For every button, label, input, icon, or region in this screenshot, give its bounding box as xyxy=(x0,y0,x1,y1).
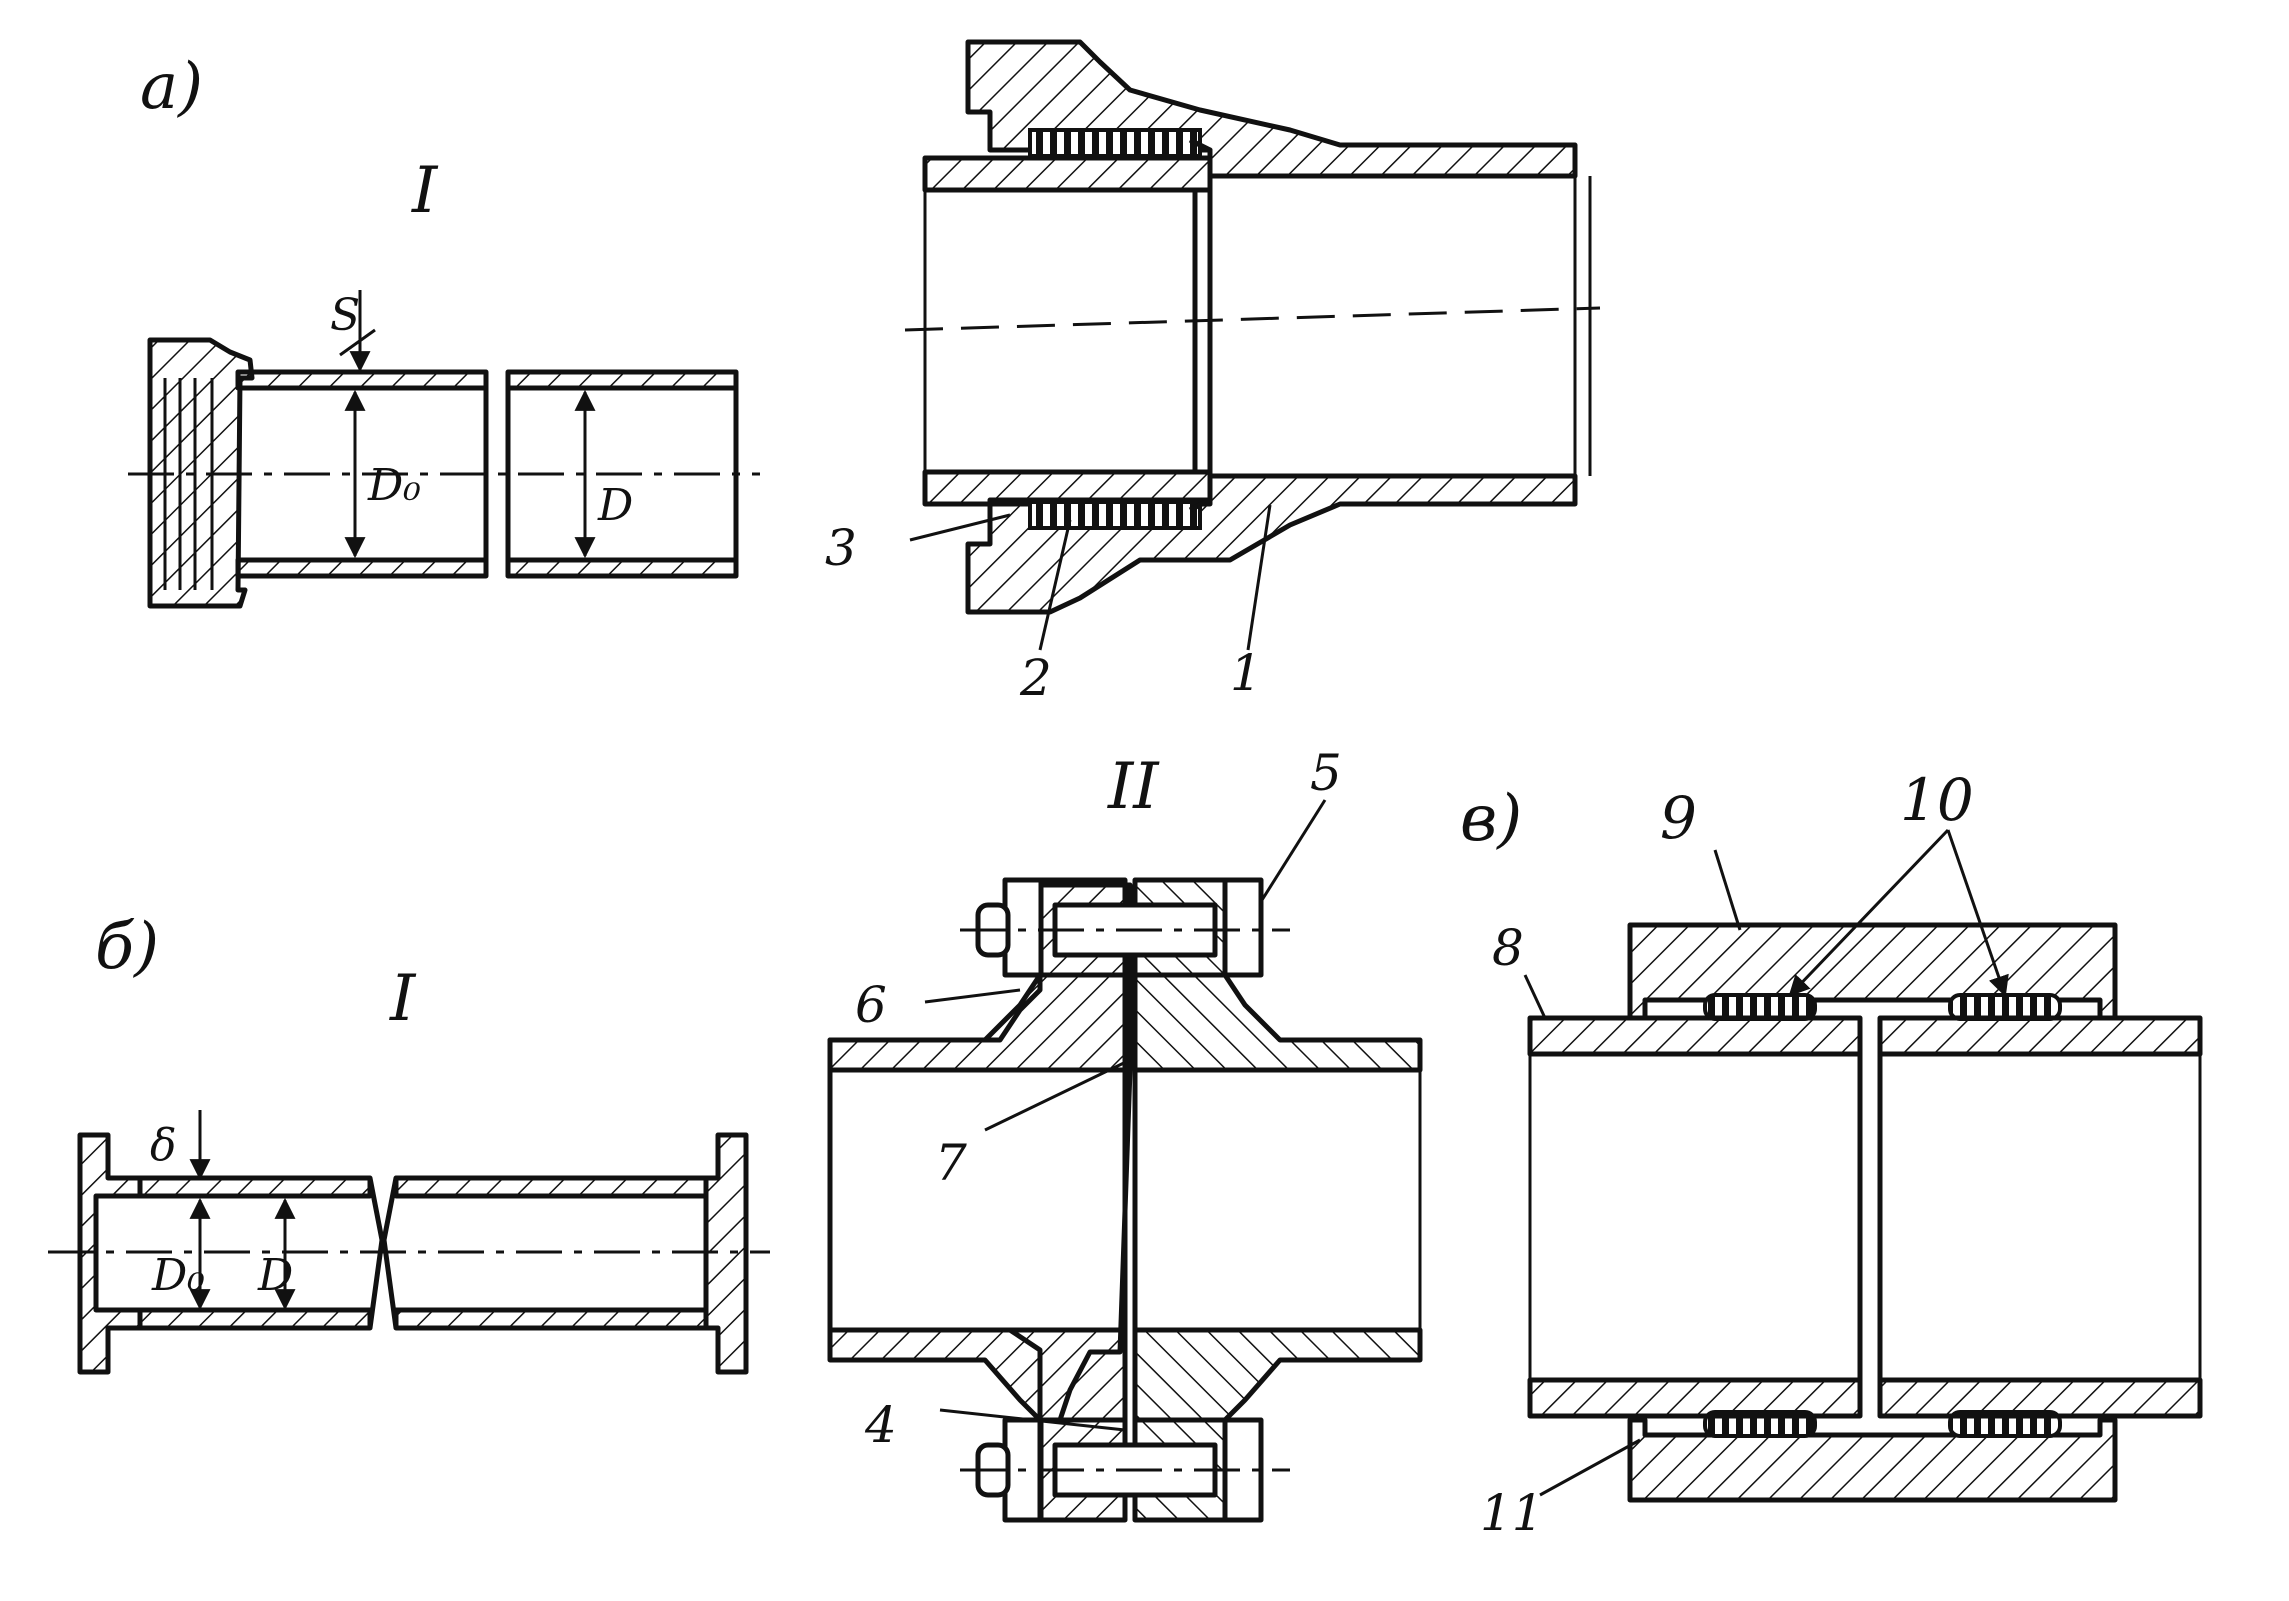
socket-pipe-view: S D₀ D xyxy=(128,290,760,609)
panel-a-view-i-label: I xyxy=(411,154,439,228)
panel-c-letter: в) xyxy=(1460,782,1522,856)
callout-7: 7 xyxy=(935,1134,967,1192)
dimension-delta: δ xyxy=(150,1120,177,1171)
callout-2: 2 xyxy=(1019,649,1052,707)
dimension-d0-a: D₀ xyxy=(367,460,421,511)
callout-4: 4 xyxy=(864,1396,897,1454)
callout-3: 3 xyxy=(825,519,857,577)
panel-a: a) I S D₀ D xyxy=(128,39,1601,707)
callout-6: 6 xyxy=(855,976,887,1034)
callout-8: 8 xyxy=(1492,919,1524,977)
callout-11: 11 xyxy=(1480,1484,1544,1542)
callout-1: 1 xyxy=(1230,644,1262,702)
sleeve-joint-section xyxy=(1527,922,2203,1503)
socket-joint-section xyxy=(904,39,1601,615)
dimension-d-b: D xyxy=(257,1250,293,1301)
dimension-s: S xyxy=(330,290,360,341)
callout-10: 10 xyxy=(1900,766,1974,834)
flange-joint-section xyxy=(827,877,1423,1523)
panel-b-letter: б) xyxy=(95,910,159,984)
dimension-d-a: D xyxy=(597,480,633,531)
panel-b-view-ii-label: II xyxy=(1107,750,1160,824)
panel-b: б) I II δ D₀ D xyxy=(48,744,1423,1523)
flanged-pipe-view: δ D₀ D xyxy=(48,1110,770,1375)
panel-a-letter: a) xyxy=(140,50,203,124)
callout-9: 9 xyxy=(1660,784,1697,852)
callout-5: 5 xyxy=(1310,744,1342,802)
dimension-d0-b: D₀ xyxy=(151,1250,205,1301)
panel-c: в) 9 10 8 11 xyxy=(1460,766,2203,1542)
panel-b-view-i-label: I xyxy=(389,962,417,1036)
